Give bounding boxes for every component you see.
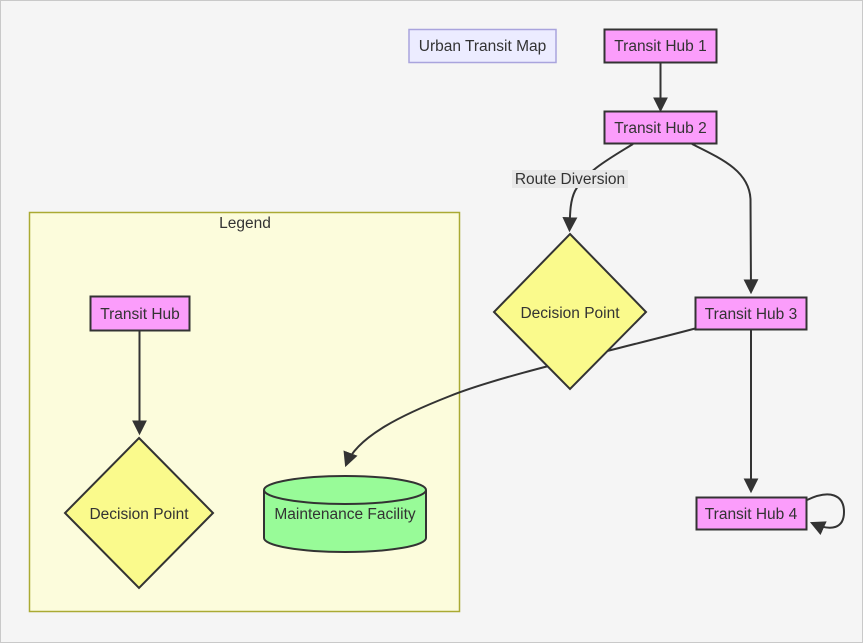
- hub2-box: [603, 110, 718, 145]
- legend-title: Legend: [219, 215, 271, 232]
- title-node-box: [408, 28, 557, 64]
- node-decision: Decision Point: [492, 232, 648, 391]
- edge-hub4-self-loop: [806, 493, 846, 536]
- hub1-box: [603, 28, 718, 64]
- edge-hub2-hub3: [691, 143, 759, 295]
- legend-hub-label: Transit Hub: [100, 306, 180, 323]
- legend-node-hub: Transit Hub: [89, 295, 191, 332]
- legend-hub-box: [89, 295, 191, 332]
- node-hub1: Transit Hub 1: [603, 28, 718, 64]
- hub3-box: [694, 296, 808, 331]
- legend-node-decision: Decision Point: [63, 436, 215, 590]
- route-diversion-label-bg: [512, 170, 628, 188]
- legend-group: Legend: [28, 211, 461, 613]
- hub2-label: Transit Hub 2: [614, 120, 706, 137]
- decision-diamond: [492, 232, 648, 391]
- edge-hub2-decision: [562, 143, 634, 233]
- node-hub2: Transit Hub 2: [603, 110, 718, 145]
- hub4-box: [695, 496, 808, 531]
- legend-container-box: [28, 211, 461, 613]
- edge-hub3-maintenance: [343, 327, 698, 468]
- edge-label-route-diversion: Route Diversion: [512, 170, 628, 188]
- legend-decision-label: Decision Point: [89, 506, 189, 523]
- hub3-label: Transit Hub 3: [705, 306, 797, 323]
- node-layer: Urban Transit Map Transit Hub 1 Transit …: [63, 28, 808, 590]
- node-hub3: Transit Hub 3: [694, 296, 808, 331]
- decision-label: Decision Point: [520, 305, 620, 322]
- legend-decision-diamond: [63, 436, 215, 590]
- maintenance-cylinder-top: [263, 475, 427, 505]
- maintenance-cylinder-body: [263, 490, 427, 553]
- hub4-label: Transit Hub 4: [705, 506, 798, 523]
- legend-node-maintenance: Maintenance Facility: [263, 475, 427, 553]
- route-diversion-label: Route Diversion: [515, 171, 625, 188]
- edge-layer: [132, 62, 846, 536]
- hub1-label: Transit Hub 1: [614, 38, 706, 55]
- node-title: Urban Transit Map: [408, 28, 557, 64]
- node-hub4: Transit Hub 4: [695, 496, 808, 531]
- legend-maintenance-label: Maintenance Facility: [274, 506, 416, 523]
- title-node-label: Urban Transit Map: [419, 38, 547, 55]
